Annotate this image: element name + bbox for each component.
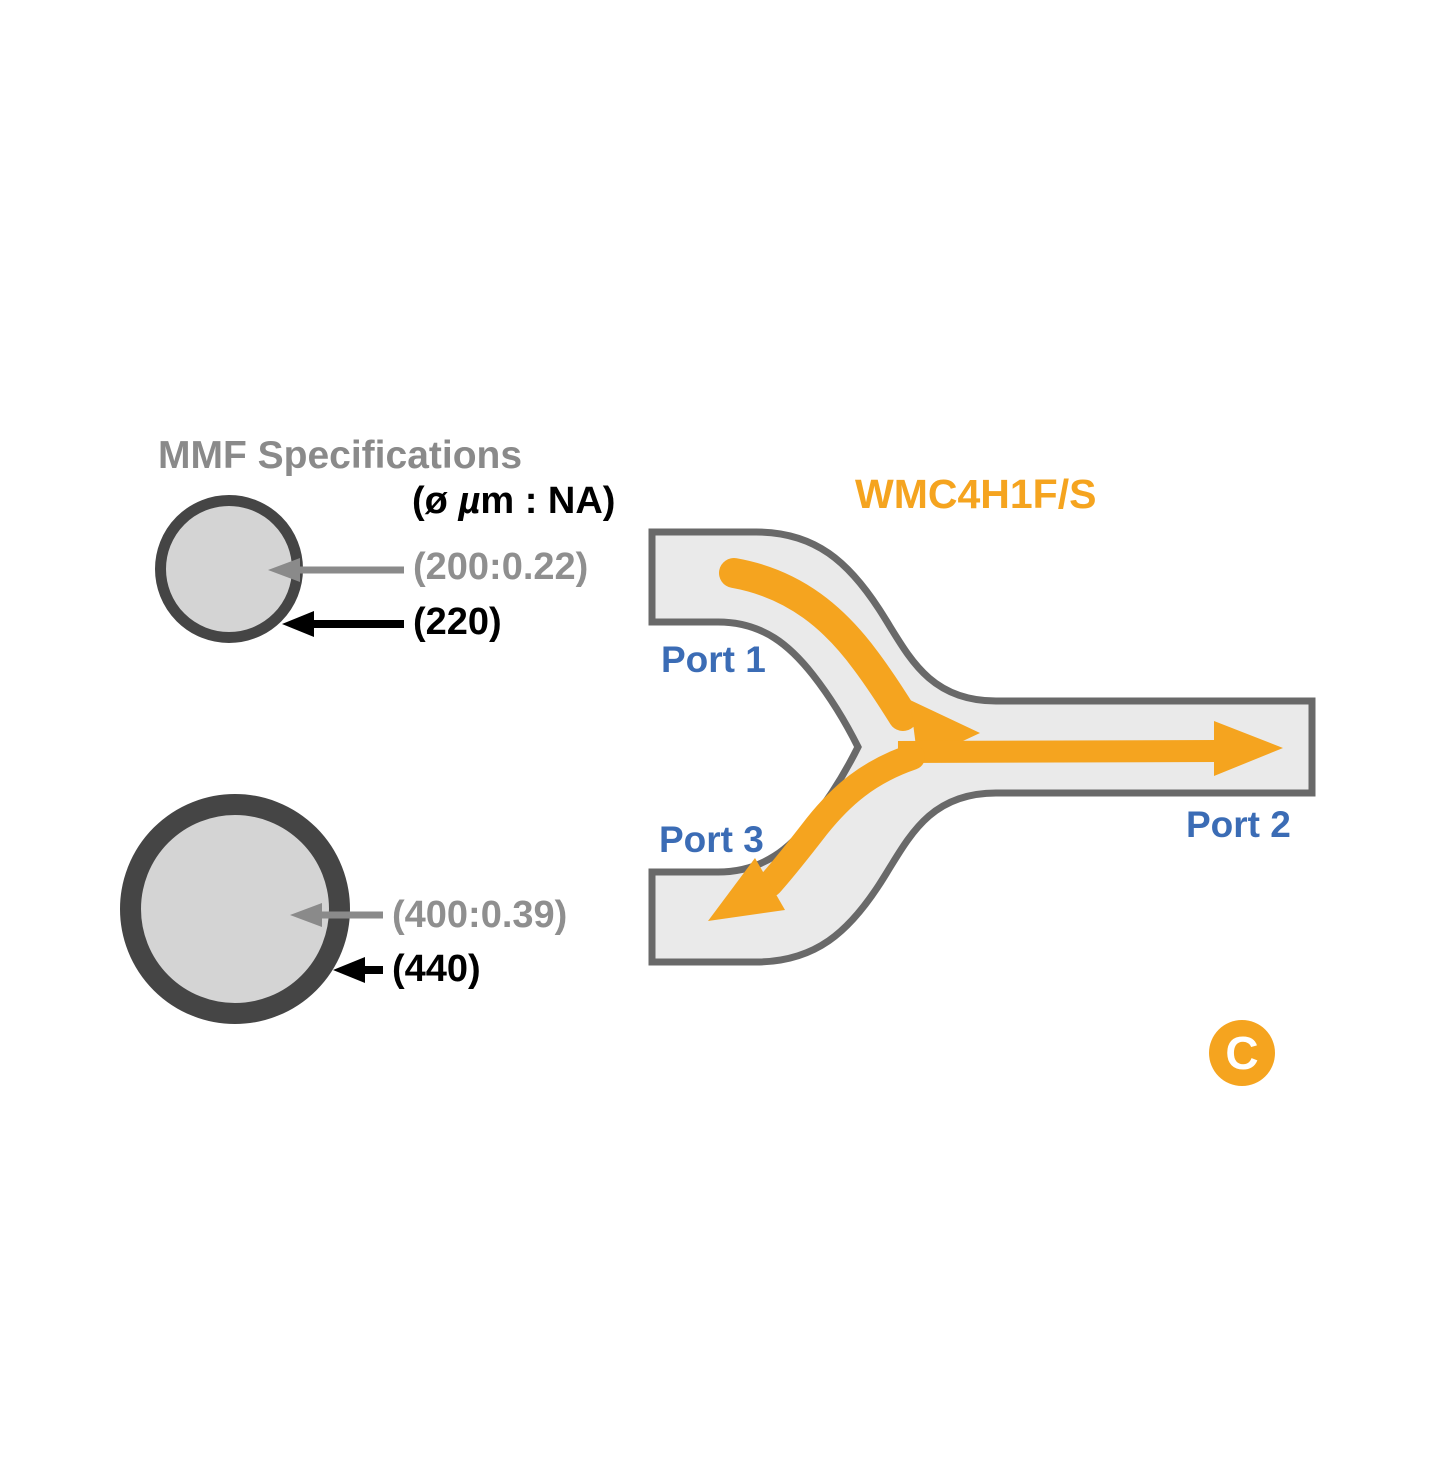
spec-header-part2: m : NA) xyxy=(480,480,616,522)
fiber1-cladding-pointer-arrow xyxy=(282,611,404,637)
micro-symbol: µ xyxy=(458,480,481,522)
port2-label: Port 2 xyxy=(1186,804,1291,845)
spec-header-part1: (ø xyxy=(412,480,459,522)
fiber1-core-pointer-arrow xyxy=(268,558,404,582)
panel-badge-letter: C xyxy=(1225,1027,1259,1079)
spec-header: (ø µm : NA) xyxy=(412,480,616,522)
port3-label: Port 3 xyxy=(659,819,764,860)
fiber2-core-pointer-arrow xyxy=(290,903,383,927)
coupler-model-label: WMC4H1F/S xyxy=(855,471,1097,517)
fiber2-cladding-label: (440) xyxy=(392,948,481,990)
fiber2-cross-section xyxy=(120,794,350,1024)
beam-port2-output-arrow xyxy=(897,721,1283,776)
fiber2-core-label: (400:0.39) xyxy=(392,894,568,936)
port1-label: Port 1 xyxy=(661,639,766,680)
fiber2-cladding-pointer-arrow xyxy=(333,957,383,983)
fiber1-cladding-label: (220) xyxy=(413,601,502,643)
panel-badge-circle xyxy=(1209,1020,1275,1086)
spec-panel-title: MMF Specifications xyxy=(158,434,523,477)
beam-port3-output-arrow xyxy=(708,744,925,921)
fiber1-core-label: (200:0.22) xyxy=(413,546,589,588)
